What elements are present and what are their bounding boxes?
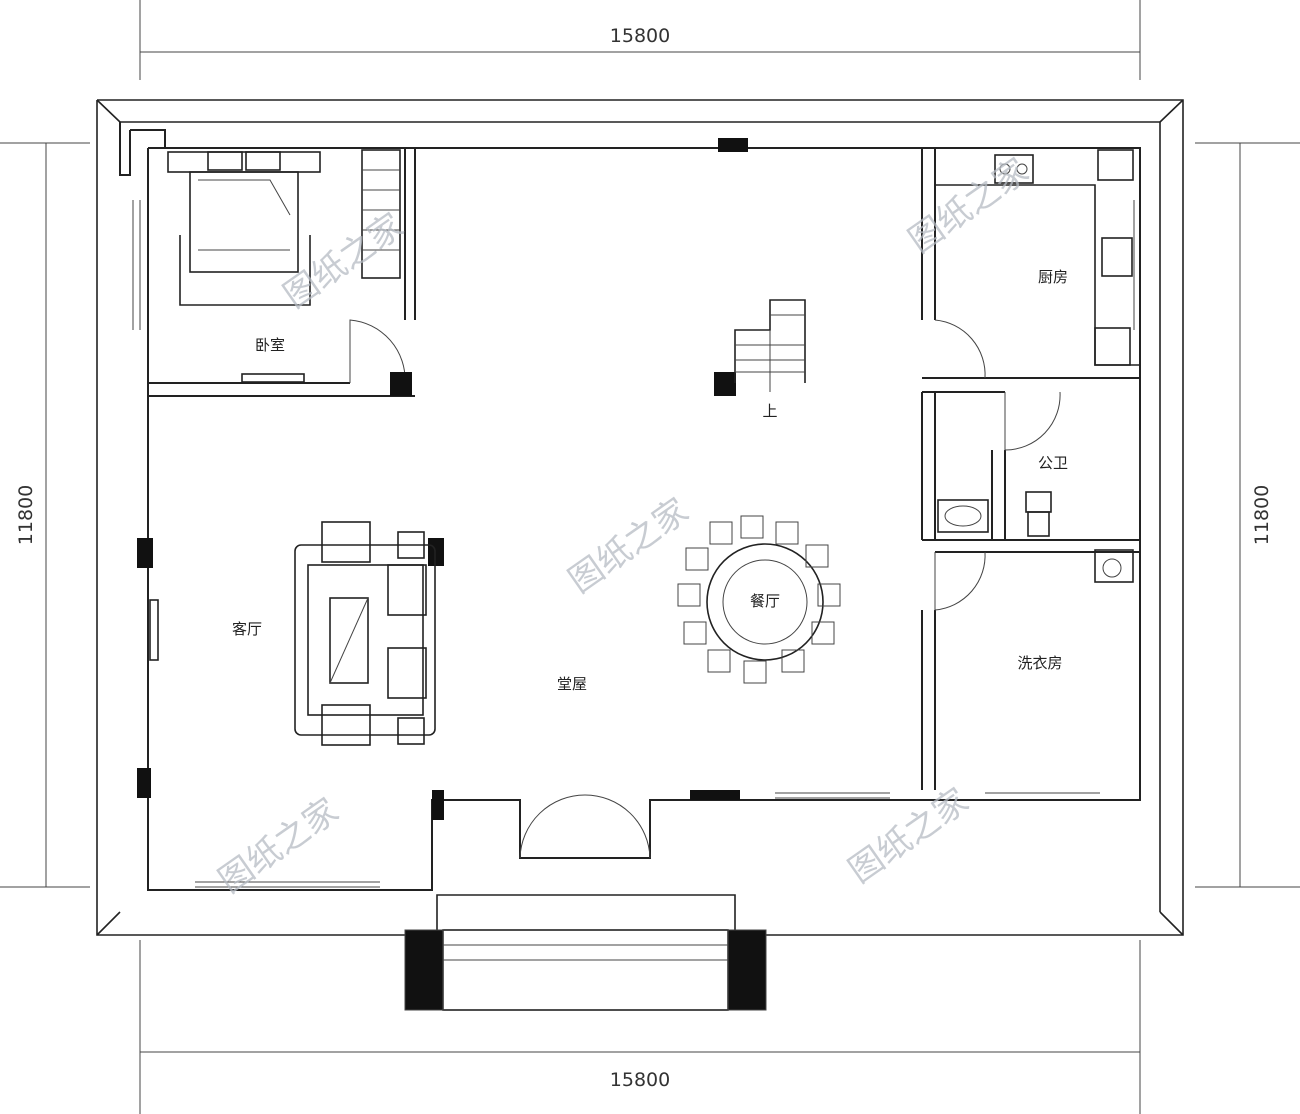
interior-walls	[148, 148, 1140, 790]
watermark: 图纸之家	[562, 491, 696, 602]
exterior-walls	[119, 122, 1141, 891]
living-room-sofa-set	[294, 521, 436, 746]
bottom-dimension-label: 15800	[610, 1069, 670, 1091]
kitchen-fixtures	[935, 149, 1140, 366]
tv-cabinet	[149, 599, 159, 661]
room-label-laundry-room: 洗衣房	[1017, 654, 1062, 672]
wardrobe	[361, 149, 401, 279]
staircase	[734, 299, 806, 392]
stair-up-label: 上	[762, 402, 777, 420]
structural-columns	[137, 138, 766, 1010]
watermark: 图纸之家	[277, 206, 411, 317]
bathroom-fixtures	[937, 491, 1052, 537]
front-steps	[404, 929, 767, 1011]
room-label-public-bathroom: 公卫	[1038, 454, 1068, 472]
watermark: 图纸之家	[842, 781, 976, 892]
washing-machine	[1094, 549, 1134, 583]
room-label-dining-room: 餐厅	[750, 592, 780, 610]
room-label-kitchen: 厨房	[1038, 268, 1068, 286]
bedroom-bed	[167, 151, 321, 306]
top-dimension-label: 15800	[610, 25, 670, 47]
watermark: 图纸之家	[212, 791, 346, 902]
door-swings	[349, 319, 1061, 859]
right-dimension-label: 11800	[1251, 485, 1273, 545]
room-label-living-room: 客厅	[232, 620, 262, 638]
bedroom-desk	[241, 373, 305, 383]
left-dimension-label: 11800	[15, 485, 37, 545]
room-label-bedroom: 卧室	[255, 336, 285, 354]
room-label-main-hall: 堂屋	[557, 675, 587, 693]
dining-table	[677, 515, 841, 684]
eave-outline	[96, 99, 1184, 936]
